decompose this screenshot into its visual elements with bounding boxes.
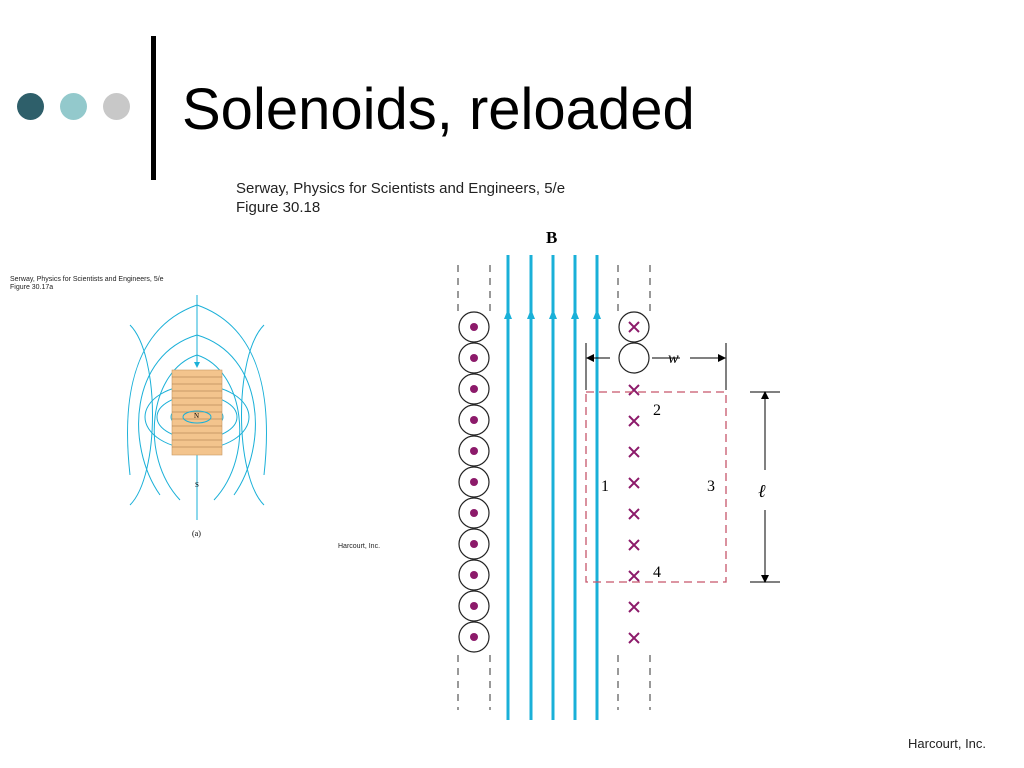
figure-left-caption-line2: Figure 30.17a [10,284,54,291]
figure-left-caption-line1: Serway, Physics for Scientists and Engin… [10,276,164,283]
length-label: ℓ [758,481,766,501]
bullet-dot-light [60,93,87,120]
amperian-loop [585,391,727,583]
north-label: N [194,412,199,420]
figure-right-caption-line2: Figure 30.18 [236,199,321,216]
panel-label: (a) [192,529,201,538]
path-label-1: 1 [601,478,609,495]
figure-right-caption-line1: Serway, Physics for Scientists and Engin… [236,180,566,197]
bullet-dot-dark [17,93,44,120]
south-label: S [195,481,199,489]
path-label-3: 3 [707,478,715,495]
figure-right-credit: Harcourt, Inc. [908,736,987,751]
solenoid-cross-section-diagram: B w ℓ [457,228,780,720]
bullet-dot-gray [103,93,130,120]
width-label-w: w [668,350,679,367]
bar-magnet-field-diagram: N S (a) [127,295,267,538]
figure-left-credit: Harcourt, Inc. [338,543,381,550]
title-divider [151,36,156,180]
field-label-b: B [546,228,557,247]
path-label-2: 2 [653,402,661,419]
path-label-4: 4 [653,564,661,581]
slide-title: Solenoids, reloaded [182,77,695,142]
